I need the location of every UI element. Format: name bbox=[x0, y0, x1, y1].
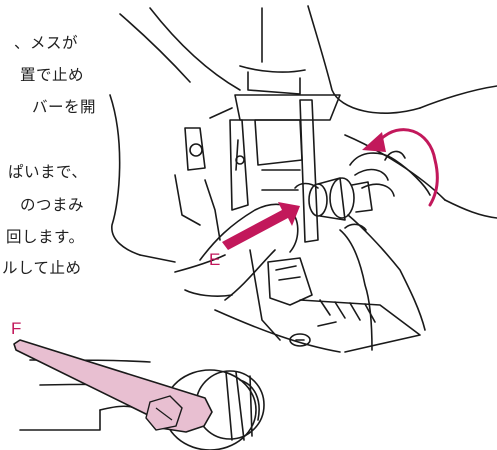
instruction-line-5: のつまみ bbox=[20, 196, 85, 214]
label-e: E bbox=[209, 250, 221, 269]
label-f: F bbox=[11, 319, 22, 338]
push-arrow bbox=[222, 202, 300, 250]
instruction-line-1: 、メスが bbox=[14, 34, 79, 52]
instruction-line-7: ルして止め bbox=[2, 259, 82, 277]
lever-f bbox=[13, 339, 213, 433]
instruction-line-2: 置で止め bbox=[20, 66, 85, 84]
rotate-arrow-head bbox=[362, 132, 386, 152]
instruction-line-4: ぱいまで、 bbox=[8, 163, 88, 181]
instruction-line-6: 回します。 bbox=[6, 228, 85, 246]
instruction-line-3: バーを開 bbox=[32, 98, 97, 116]
